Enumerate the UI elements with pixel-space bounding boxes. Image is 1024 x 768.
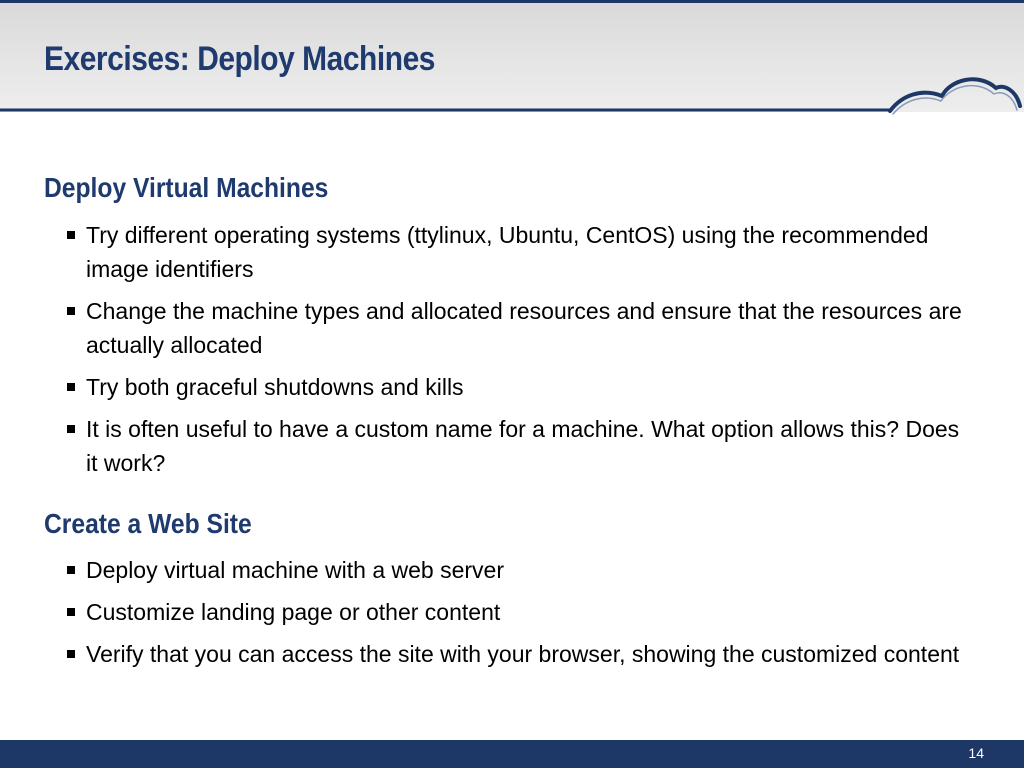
slide-title: Exercises: Deploy Machines: [44, 40, 436, 78]
bullet-item: Try both graceful shutdowns and kills: [0, 370, 1024, 404]
section-heading-deploy-vms: Deploy Virtual Machines: [44, 172, 329, 203]
square-bullet-icon: [67, 650, 75, 658]
header-top-line: [0, 0, 1024, 3]
bullet-text: Try different operating systems (ttylinu…: [86, 222, 929, 282]
bullet-item: Verify that you can access the site with…: [0, 637, 1024, 671]
cloud-logo-icon: [888, 77, 1022, 115]
bullet-text: Deploy virtual machine with a web server: [86, 557, 505, 583]
square-bullet-icon: [67, 425, 75, 433]
square-bullet-icon: [67, 307, 75, 315]
bullet-item: It is often useful to have a custom name…: [0, 412, 1024, 480]
slide-header: Exercises: Deploy Machines: [0, 0, 1024, 112]
bullet-text: Verify that you can access the site with…: [86, 641, 960, 667]
header-rule-and-cloud: [0, 77, 1022, 115]
slide-footer: 14: [0, 740, 1024, 768]
bullet-text: It is often useful to have a custom name…: [86, 416, 960, 476]
square-bullet-icon: [67, 566, 75, 574]
page-number: 14: [968, 745, 984, 761]
square-bullet-icon: [67, 231, 75, 239]
bullet-list-web-site: Deploy virtual machine with a web server…: [0, 553, 1024, 679]
bullet-item: Customize landing page or other content: [0, 595, 1024, 629]
bullet-list-deploy-vms: Try different operating systems (ttylinu…: [0, 218, 1024, 488]
bullet-text: Try both graceful shutdowns and kills: [86, 374, 464, 400]
bullet-text: Change the machine types and allocated r…: [86, 298, 962, 358]
bullet-text: Customize landing page or other content: [86, 599, 501, 625]
slide-content: Deploy Virtual Machines Try different op…: [0, 172, 1024, 679]
square-bullet-icon: [67, 383, 75, 391]
bullet-item: Change the machine types and allocated r…: [0, 294, 1024, 362]
bullet-item: Try different operating systems (ttylinu…: [0, 218, 1024, 286]
bullet-item: Deploy virtual machine with a web server: [0, 553, 1024, 587]
section-heading-web-site: Create a Web Site: [44, 508, 252, 539]
square-bullet-icon: [67, 608, 75, 616]
